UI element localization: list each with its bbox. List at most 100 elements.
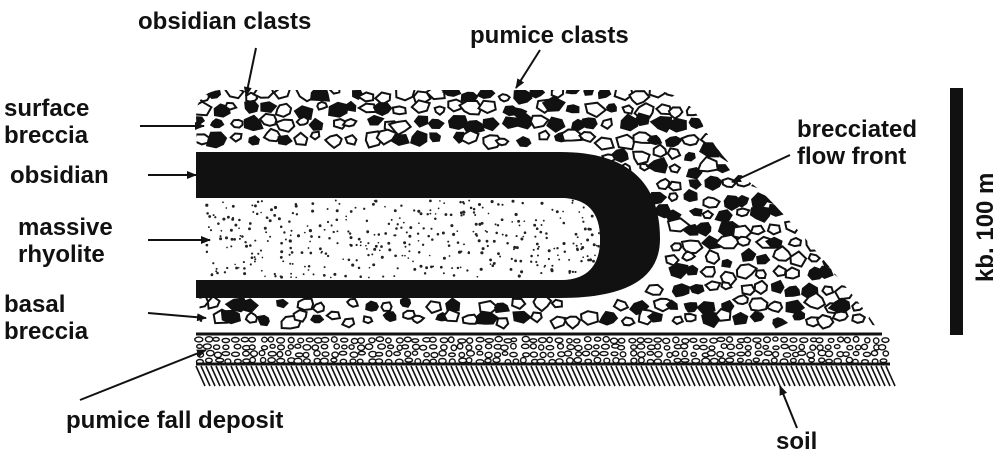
pumice-fall-arrow bbox=[80, 350, 206, 400]
rhyolite-dot bbox=[304, 232, 306, 234]
obsidian-clast bbox=[621, 115, 637, 131]
rhyolite-dot bbox=[462, 211, 465, 214]
soil-hatch-line bbox=[606, 366, 615, 386]
pumice-fall-pebble bbox=[431, 353, 438, 358]
pumice-clast bbox=[539, 131, 549, 140]
soil-hatch-line bbox=[591, 366, 600, 386]
rhyolite-dot bbox=[575, 233, 578, 236]
rhyolite-dot bbox=[582, 256, 584, 258]
soil-hatch-line bbox=[716, 366, 725, 386]
rhyolite-dot bbox=[313, 273, 315, 275]
pumice-fall-pebble bbox=[530, 339, 537, 343]
rhyolite-dot bbox=[400, 227, 402, 229]
pumice-fall-pebble bbox=[631, 345, 637, 349]
rhyolite-dot bbox=[327, 255, 329, 257]
soil-hatch-line bbox=[286, 366, 295, 386]
pumice-fall-pebble bbox=[620, 352, 626, 357]
pumice-fall-pebble bbox=[637, 344, 645, 349]
obsidian-clast bbox=[767, 176, 782, 189]
pumice-fall-pebble bbox=[655, 352, 662, 357]
obsidian-clast bbox=[366, 302, 378, 311]
pumice-fall-pebble bbox=[826, 359, 833, 363]
pumice-fall-pebble bbox=[585, 337, 591, 342]
rhyolite-dot bbox=[233, 238, 236, 241]
pumice-fall-pebble bbox=[773, 346, 779, 350]
soil-hatch-line bbox=[281, 366, 290, 386]
soil-hatch-line bbox=[396, 366, 405, 386]
pumice-clast bbox=[857, 176, 875, 188]
soil-hatch-line bbox=[261, 366, 270, 386]
rhyolite-dot bbox=[468, 200, 470, 202]
rhyolite-dot bbox=[365, 245, 367, 247]
pumice-fall-pebble bbox=[388, 345, 394, 349]
rhyolite-dot bbox=[512, 200, 515, 203]
pumice-fall-pebble bbox=[251, 351, 258, 357]
pumice-fall-pebble bbox=[222, 352, 230, 356]
pumice-fall-pebble bbox=[604, 358, 610, 363]
pumice-fall-pebble bbox=[592, 351, 599, 356]
pumice-fall-pebble bbox=[493, 358, 500, 363]
pumice-clast bbox=[827, 198, 838, 207]
obsidian-clast bbox=[700, 143, 720, 156]
obsidian-clast bbox=[685, 303, 697, 312]
pumice-fall-pebble bbox=[692, 359, 700, 364]
rhyolite-dot bbox=[497, 203, 500, 206]
pumice-fall-pebble bbox=[402, 345, 409, 349]
rhyolite-dot bbox=[510, 268, 513, 271]
pumice-clast bbox=[786, 268, 799, 279]
pumice-clast bbox=[726, 108, 736, 116]
rhyolite-dot bbox=[501, 204, 503, 206]
rhyolite-dot bbox=[243, 267, 246, 270]
obsidian-clast bbox=[346, 102, 356, 111]
rhyolite-dot bbox=[374, 200, 376, 202]
rhyolite-dot bbox=[418, 251, 421, 254]
rhyolite-dot bbox=[356, 259, 358, 261]
soil-hatch-line bbox=[276, 366, 285, 386]
rhyolite-dot bbox=[338, 203, 340, 205]
pumice-fall-pebble bbox=[655, 344, 661, 349]
pumice-clast bbox=[723, 178, 736, 187]
soil-hatch-line bbox=[701, 366, 710, 386]
rhyolite-dot bbox=[349, 232, 351, 234]
rhyolite-dot bbox=[264, 275, 266, 277]
pumice-fall-pebble bbox=[763, 345, 768, 349]
rhyolite-dot bbox=[274, 273, 276, 275]
rhyolite-dot bbox=[589, 228, 592, 231]
rhyolite-dot bbox=[434, 218, 437, 221]
pumice-clast bbox=[682, 135, 699, 145]
pumice-clast bbox=[208, 296, 220, 308]
pumice-clast bbox=[225, 87, 244, 98]
pumice-clast bbox=[193, 102, 211, 115]
pumice-fall-pebble bbox=[744, 338, 751, 343]
soil-hatch-line bbox=[621, 366, 630, 386]
rhyolite-dot bbox=[273, 214, 276, 217]
obsidian-clast bbox=[607, 104, 616, 111]
pumice-fall-pebble bbox=[405, 351, 411, 356]
pumice-clast bbox=[737, 237, 750, 246]
rhyolite-dot bbox=[478, 203, 481, 206]
soil-hatch-line bbox=[726, 366, 735, 386]
rhyolite-dot bbox=[430, 228, 432, 230]
pumice-clast bbox=[687, 106, 700, 115]
soil-hatch-line bbox=[226, 366, 235, 386]
pumice-clast bbox=[773, 121, 790, 132]
rhyolite-dot bbox=[296, 213, 298, 215]
pumice-clast bbox=[871, 176, 884, 187]
rhyolite-dot bbox=[563, 222, 566, 225]
pumice-fall-pebble bbox=[809, 358, 815, 362]
pumice-fall-pebble bbox=[424, 353, 429, 357]
rhyolite-dot bbox=[470, 207, 473, 210]
pumice-clast bbox=[873, 241, 895, 255]
pumice-fall-pebble bbox=[531, 344, 537, 349]
rhyolite-dot bbox=[425, 266, 428, 269]
pumice-clast bbox=[784, 135, 795, 144]
pumice-clast bbox=[870, 311, 889, 325]
obsidian-clast bbox=[716, 210, 732, 222]
label-soil: soil bbox=[776, 428, 817, 455]
pumice-clast bbox=[843, 205, 857, 217]
pumice-fall-pebble bbox=[376, 337, 383, 342]
pumice-fall-pebble bbox=[306, 338, 313, 342]
soil-hatch-line bbox=[296, 366, 305, 386]
obsidian-clast bbox=[530, 88, 544, 98]
rhyolite-dot bbox=[456, 230, 458, 232]
